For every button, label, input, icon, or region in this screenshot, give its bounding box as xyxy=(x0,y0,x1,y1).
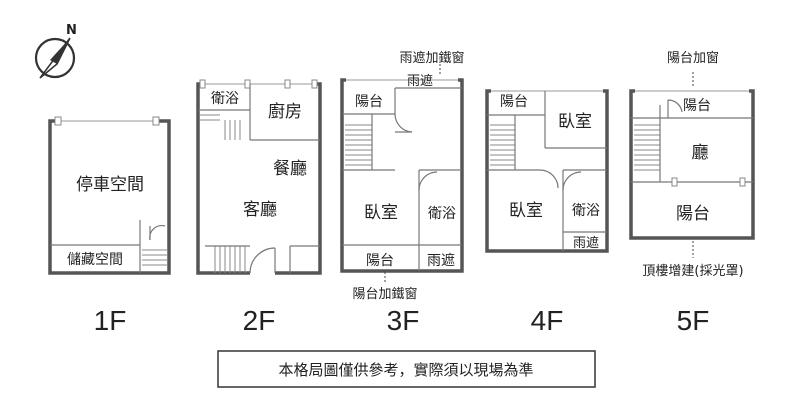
room-5f-balcony-top: 陽台 xyxy=(683,98,711,114)
floor-label-5f: 5F xyxy=(677,305,710,336)
disclaimer-box: 本格局圖僅供參考，實際須以現場為準 xyxy=(217,350,596,388)
floor-4f-plan: 陽台 臥室 臥室 衛浴 雨遮 xyxy=(485,89,609,253)
note-3f-top: 雨遮加鐵窗 xyxy=(399,50,464,66)
room-4f-bath: 衛浴 xyxy=(572,203,600,219)
floor-label-2f: 2F xyxy=(243,305,276,336)
compass-icon: N xyxy=(34,23,77,79)
room-3f-balcony: 陽台 xyxy=(355,94,383,110)
room-4f-bedroom: 臥室 xyxy=(509,201,543,221)
room-5f-balcony: 陽台 xyxy=(676,204,710,224)
room-3f-rain-shelter-bottom: 雨遮 xyxy=(427,253,455,269)
floor-label-3f: 3F xyxy=(387,305,420,336)
room-4f-bedroom-top: 臥室 xyxy=(558,112,592,132)
floor-5f-plan: 陽台 廳 陽台 xyxy=(629,72,755,258)
room-3f-bedroom: 臥室 xyxy=(364,203,398,223)
floor-3f-plan: 陽台 雨遮 臥室 衛浴 陽台 雨遮 xyxy=(340,64,464,284)
room-3f-rain-shelter-top: 雨遮 xyxy=(407,73,433,89)
room-2f-bath: 衛浴 xyxy=(211,91,239,107)
floor-2f-plan: 衛浴 廚房 餐廳 客廳 xyxy=(196,79,322,276)
room-5f-hall: 廳 xyxy=(692,143,709,163)
floor-label-4f: 4F xyxy=(531,305,564,336)
room-1f-storage: 儲藏空間 xyxy=(67,252,123,268)
floor-label-1f: 1F xyxy=(94,305,127,336)
room-3f-bath: 衛浴 xyxy=(428,206,456,222)
room-4f-balcony: 陽台 xyxy=(500,94,528,110)
compass-north-label: N xyxy=(66,23,77,38)
room-3f-balcony-bottom: 陽台 xyxy=(366,253,394,269)
room-2f-kitchen: 廚房 xyxy=(268,101,302,122)
room-4f-rain-shelter: 雨遮 xyxy=(573,235,599,251)
note-3f-bottom: 陽台加鐵窗 xyxy=(352,286,417,302)
floor-1f-plan: 停車空間 儲藏空間 xyxy=(48,116,171,275)
room-2f-living: 客廳 xyxy=(243,200,277,220)
room-2f-dining: 餐廳 xyxy=(273,159,307,179)
disclaimer-text: 本格局圖僅供參考，實際須以現場為準 xyxy=(278,361,533,379)
note-5f-top: 陽台加窗 xyxy=(667,50,719,66)
note-5f-bottom: 頂樓增建(採光罩) xyxy=(642,264,743,279)
room-1f-parking: 停車空間 xyxy=(76,175,144,195)
